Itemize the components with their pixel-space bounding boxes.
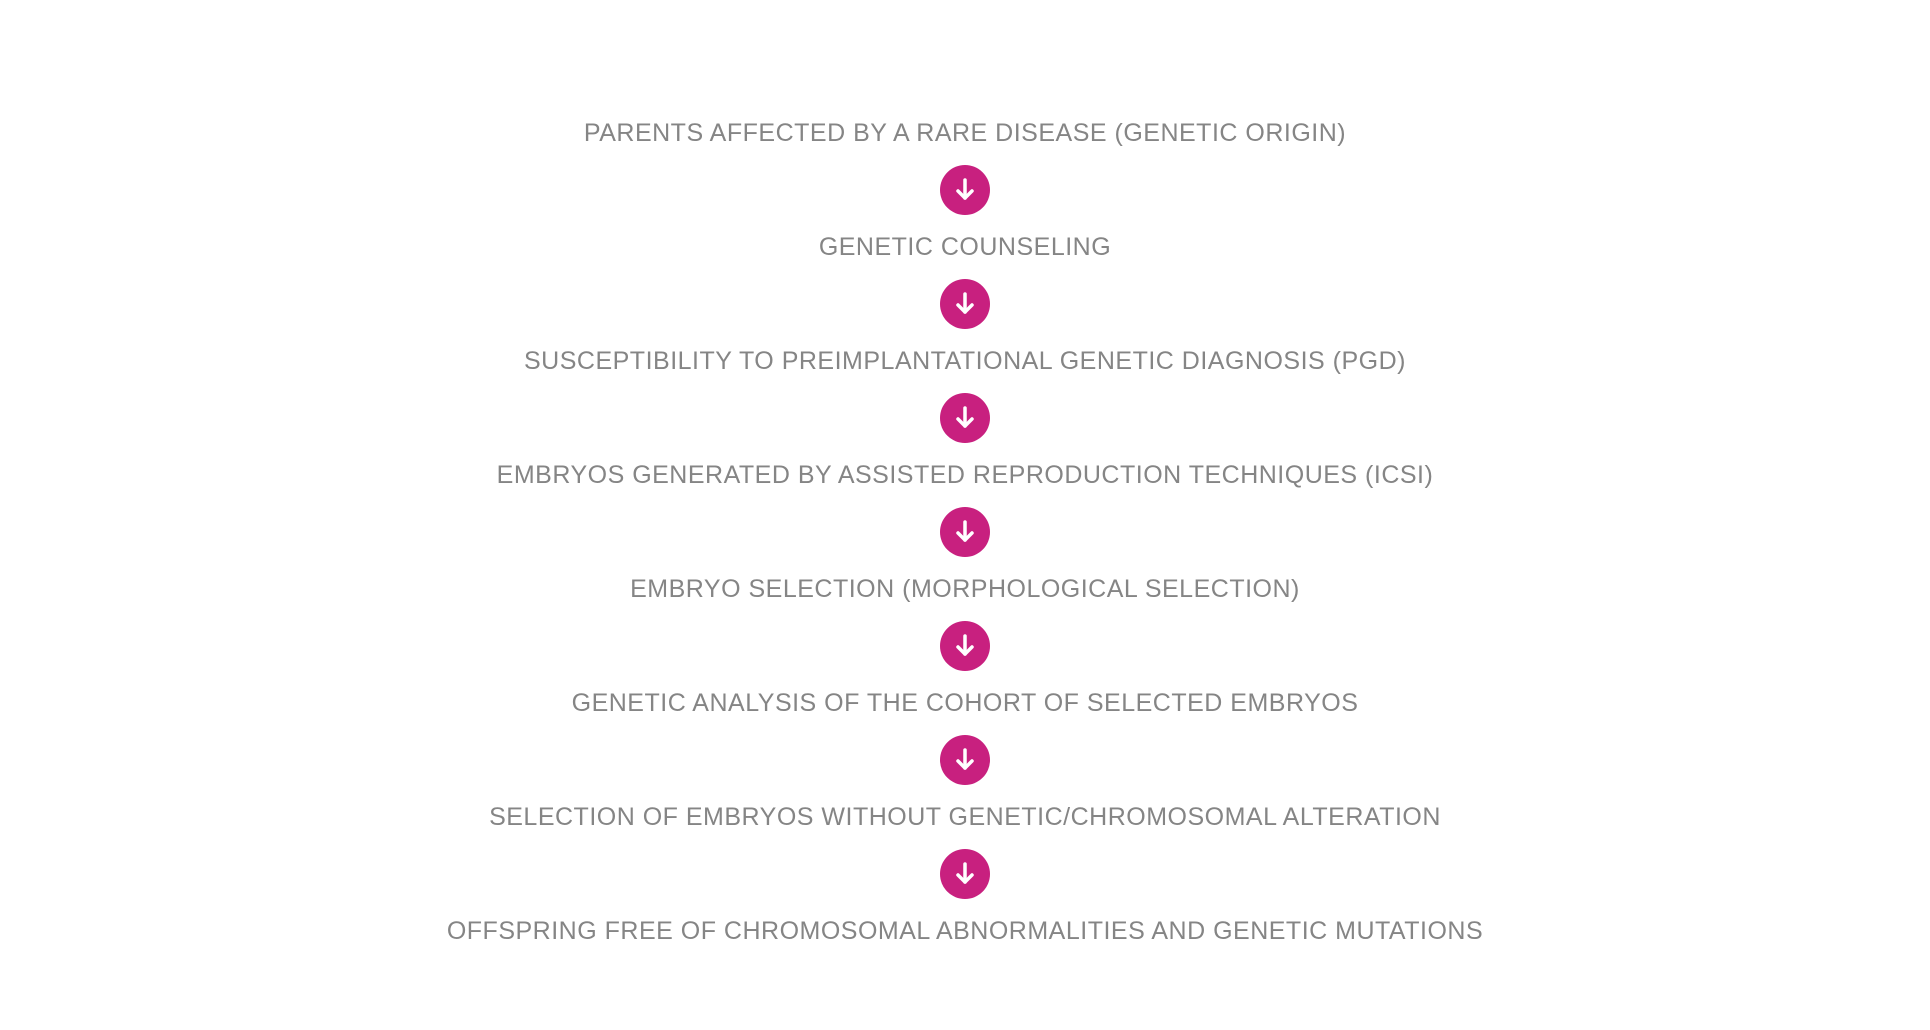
flow-connector: [940, 382, 990, 454]
flow-step: OFFSPRING FREE OF CHROMOSOMAL ABNORMALIT…: [446, 917, 1484, 945]
flow-connector: [940, 724, 990, 796]
arrow-down-icon: [956, 292, 974, 314]
arrow-down-icon: [956, 862, 974, 884]
arrow-down-icon: [956, 178, 974, 200]
arrow-down-icon: [956, 748, 974, 770]
flow-step: GENETIC COUNSELING: [818, 233, 1112, 261]
flow-step: SELECTION OF EMBRYOS WITHOUT GENETIC/CHR…: [489, 803, 1441, 831]
arrow-down-circle-icon: [940, 393, 990, 443]
arrow-down-circle-icon: [940, 165, 990, 215]
flow-connector: [940, 496, 990, 568]
flow-step: GENETIC ANALYSIS OF THE COHORT OF SELECT…: [571, 689, 1359, 717]
flow-connector: [940, 268, 990, 340]
arrow-down-circle-icon: [940, 849, 990, 899]
flow-step: EMBRYO SELECTION (MORPHOLOGICAL SELECTIO…: [630, 575, 1300, 603]
flow-connector: [940, 838, 990, 910]
arrow-down-icon: [956, 520, 974, 542]
arrow-down-circle-icon: [940, 279, 990, 329]
flow-connector: [940, 610, 990, 682]
flow-step: PARENTS AFFECTED BY A RARE DISEASE (GENE…: [583, 119, 1347, 147]
arrow-down-icon: [956, 406, 974, 428]
arrow-down-circle-icon: [940, 507, 990, 557]
arrow-down-circle-icon: [940, 621, 990, 671]
flow-connector: [940, 154, 990, 226]
arrow-down-circle-icon: [940, 735, 990, 785]
flow-diagram: PARENTS AFFECTED BY A RARE DISEASE (GENE…: [0, 112, 1930, 952]
flow-step: EMBRYOS GENERATED BY ASSISTED REPRODUCTI…: [496, 461, 1434, 489]
arrow-down-icon: [956, 634, 974, 656]
flow-step: SUSCEPTIBILITY TO PREIMPLANTATIONAL GENE…: [524, 347, 1406, 375]
